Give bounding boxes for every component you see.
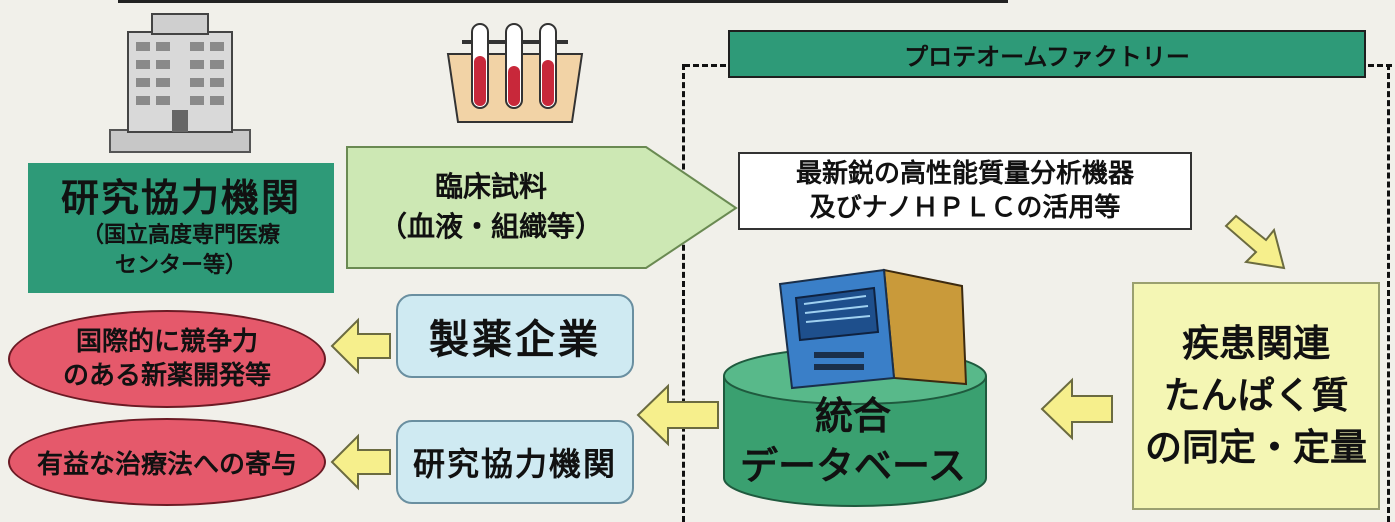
disease-protein-line-1: 疾患関連 xyxy=(1182,322,1330,365)
research-organization-subtitle-1: （国立高度専門医療 xyxy=(81,223,280,248)
integrated-database-label: 統合 データベース xyxy=(722,384,984,498)
research-institution-box: 研究協力機関 xyxy=(396,420,634,504)
drug-development-outcome: 国際的に競争力 のある新薬開発等 xyxy=(8,310,326,408)
proteome-factory-label: プロテオームファクトリー xyxy=(904,42,1190,71)
arrow-to-drug-development-icon xyxy=(330,317,391,375)
arrow-to-database-icon xyxy=(1040,377,1113,441)
mass-spec-hplc-box: 最新鋭の高性能質量分析機器 及びナノＨＰＬＣの活用等 xyxy=(738,152,1192,230)
arrow-to-therapy-icon xyxy=(330,433,391,491)
clinical-sample-arrow xyxy=(346,146,738,269)
top-rule xyxy=(118,0,1008,3)
disease-protein-line-2: たんぱく質 xyxy=(1163,374,1349,417)
pharma-company-label: 製薬企業 xyxy=(429,317,601,363)
proteome-factory-title: プロテオームファクトリー xyxy=(728,30,1366,78)
disease-protein-line-3: の同定・定量 xyxy=(1145,426,1367,469)
integrated-database-line-2: データベース xyxy=(739,444,967,488)
drug-development-line-1: 国際的に競争力 xyxy=(75,327,258,357)
test-tubes-icon xyxy=(446,23,584,123)
research-organization-subtitle-2: センター等） xyxy=(114,253,247,278)
hospital-building-icon xyxy=(109,13,251,153)
research-institution-label: 研究協力機関 xyxy=(412,445,617,483)
mass-spec-hplc-line-2: 及びナノＨＰＬＣの活用等 xyxy=(809,193,1121,223)
mass-spec-hplc-line-1: 最新鋭の高性能質量分析機器 xyxy=(795,159,1134,189)
clinical-sample-line-1: 臨床試料 xyxy=(434,170,547,203)
pharma-company-box: 製薬企業 xyxy=(396,294,634,378)
disease-protein-box: 疾患関連 たんぱく質 の同定・定量 xyxy=(1132,282,1380,510)
research-organization-box: 研究協力機関 （国立高度専門医療 センター等） xyxy=(28,163,334,293)
clinical-sample-line-2: （血液・組織等） xyxy=(378,210,603,243)
factory-boundary-right xyxy=(1387,64,1390,522)
therapy-contribution-label: 有益な治療法への寄与 xyxy=(36,449,297,480)
drug-development-line-2: のある新薬開発等 xyxy=(62,361,271,391)
research-organization-title: 研究協力機関 xyxy=(60,176,301,220)
factory-boundary-left xyxy=(682,64,685,522)
therapy-contribution-outcome: 有益な治療法への寄与 xyxy=(8,418,326,506)
computer-server-icon xyxy=(778,268,968,390)
clinical-sample-label: 臨床試料 （血液・組織等） xyxy=(346,146,636,268)
arrow-to-protein-icon xyxy=(1224,214,1286,270)
integrated-database-line-1: 統合 xyxy=(814,394,891,438)
arrow-to-users-icon xyxy=(636,383,719,447)
